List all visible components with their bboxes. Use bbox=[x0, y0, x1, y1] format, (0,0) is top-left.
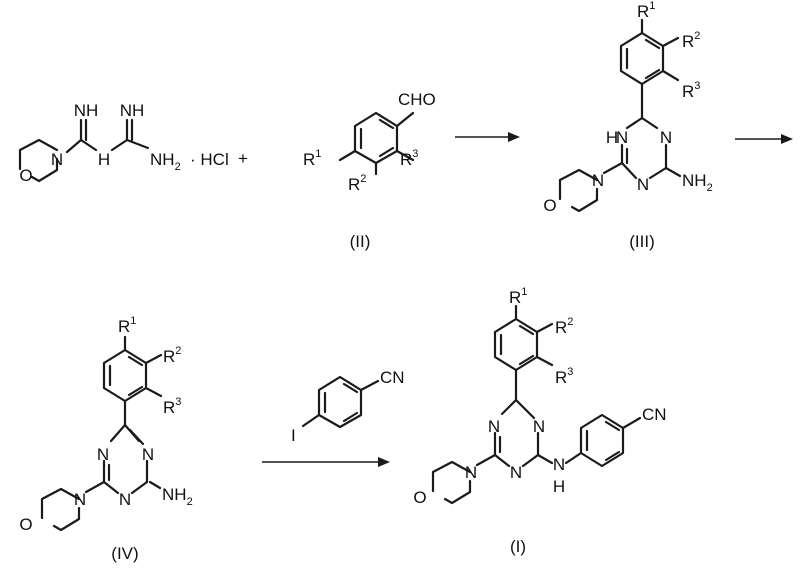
benzene-ring bbox=[353, 111, 399, 165]
atom-n-right: N bbox=[142, 445, 154, 464]
reactant-morpholine-biguanide: N O NH NH H NH2 · HCl bbox=[18, 101, 229, 185]
reaction-arrow-1 bbox=[455, 132, 520, 142]
morpholine-ring bbox=[431, 460, 472, 505]
atom-n-bottom: N bbox=[119, 490, 131, 509]
atom-amine: NH2 bbox=[682, 171, 713, 194]
substituent-r2: R2 bbox=[348, 173, 366, 194]
morpholine-link bbox=[602, 161, 624, 175]
atom-nh: H bbox=[606, 128, 618, 147]
substituent-r1: R1 bbox=[303, 148, 321, 169]
substituent-bonds bbox=[301, 379, 380, 428]
atom-n-bottom: N bbox=[510, 463, 522, 482]
substituent-bonds bbox=[640, 18, 680, 120]
atom-n-morpholine: N bbox=[74, 490, 86, 509]
atom-bridge-nh: H bbox=[98, 150, 110, 169]
morpholine-ring bbox=[558, 168, 599, 213]
substituent-r2: R2 bbox=[163, 345, 181, 366]
amine-bond bbox=[664, 166, 682, 178]
atom-n-ring: N bbox=[51, 150, 63, 169]
aldehyde-group: CHO bbox=[398, 90, 436, 109]
atom-n-bottom: N bbox=[637, 175, 649, 194]
atom-n-left: N bbox=[488, 417, 500, 436]
cyanophenyl-ring bbox=[579, 413, 625, 468]
substituent-r1: R1 bbox=[118, 315, 136, 336]
atom-terminal-amine: NH2 bbox=[150, 150, 181, 173]
atom-oxygen: O bbox=[19, 515, 32, 534]
atom-n-right: N bbox=[660, 128, 672, 147]
benzene-ring bbox=[619, 31, 665, 86]
triazine-ring bbox=[620, 116, 668, 180]
atom-n-morpholine: N bbox=[592, 171, 604, 190]
atom-oxygen: O bbox=[543, 196, 556, 215]
triazine-ring bbox=[493, 398, 540, 468]
nh-linkage bbox=[536, 451, 583, 465]
hcl-salt: · HCl bbox=[190, 150, 229, 169]
biguanide-chain bbox=[65, 118, 150, 154]
morpholine-link bbox=[84, 480, 106, 494]
nitrile-group: CN bbox=[642, 405, 667, 424]
substituent-r3: R3 bbox=[682, 80, 700, 101]
morpholine-link bbox=[475, 453, 497, 467]
benzene-ring bbox=[317, 375, 363, 429]
morpholine-ring bbox=[18, 138, 59, 183]
compound-IV-aminotriazine: N N N N O NH2 R1 R2 R3 (IV) bbox=[19, 315, 192, 563]
reaction-arrow-2 bbox=[735, 134, 793, 144]
compound-label-I: (I) bbox=[510, 537, 526, 556]
substituent-bonds bbox=[338, 111, 415, 176]
morpholine-ring bbox=[40, 487, 81, 532]
atom-imine-left: NH bbox=[74, 101, 99, 120]
benzene-ring bbox=[102, 348, 148, 403]
substituent-r3: R3 bbox=[163, 396, 181, 417]
atom-n-left: N bbox=[97, 445, 109, 464]
substituent-r2: R2 bbox=[682, 30, 700, 51]
atom-oxygen: O bbox=[19, 166, 32, 185]
nitrile-group: CN bbox=[380, 368, 405, 387]
compound-label-IV: (IV) bbox=[111, 544, 138, 563]
compound-I-product: N N N N O N H CN R1 R2 R3 (I) bbox=[413, 286, 666, 556]
atom-n-left: N bbox=[616, 128, 628, 147]
substituent-r1: R1 bbox=[509, 286, 527, 307]
atom-imine-right: NH bbox=[120, 101, 145, 120]
substituent-r3: R3 bbox=[400, 148, 418, 169]
benzene-ring bbox=[493, 317, 539, 372]
reaction-arrow-3 bbox=[262, 457, 390, 467]
atom-n-right: N bbox=[533, 417, 545, 436]
atom-n-linker: N bbox=[553, 455, 565, 474]
substituent-r2: R2 bbox=[555, 316, 573, 337]
compound-II-benzaldehyde: CHO R1 R3 R2 (II) bbox=[303, 90, 436, 251]
atom-h-linker: H bbox=[553, 477, 565, 496]
compound-III-dihydrotriazine: H N N N N O NH2 R1 R2 R3 (III) bbox=[543, 0, 712, 251]
compound-label-II: (II) bbox=[350, 232, 371, 251]
atom-n-morpholine: N bbox=[465, 463, 477, 482]
nitrile-bond bbox=[621, 416, 642, 430]
atom-amine: NH2 bbox=[162, 485, 193, 508]
plus-sign: + bbox=[238, 149, 248, 168]
atom-oxygen: O bbox=[413, 488, 426, 507]
substituent-bonds bbox=[514, 304, 554, 402]
iodine-atom: I bbox=[291, 426, 296, 445]
substituent-r1: R1 bbox=[637, 0, 655, 21]
substituent-bonds bbox=[123, 335, 163, 427]
substituent-r3: R3 bbox=[555, 366, 573, 387]
reagent-iodobenzonitrile: CN I bbox=[291, 368, 405, 445]
compound-label-III: (III) bbox=[629, 232, 655, 251]
